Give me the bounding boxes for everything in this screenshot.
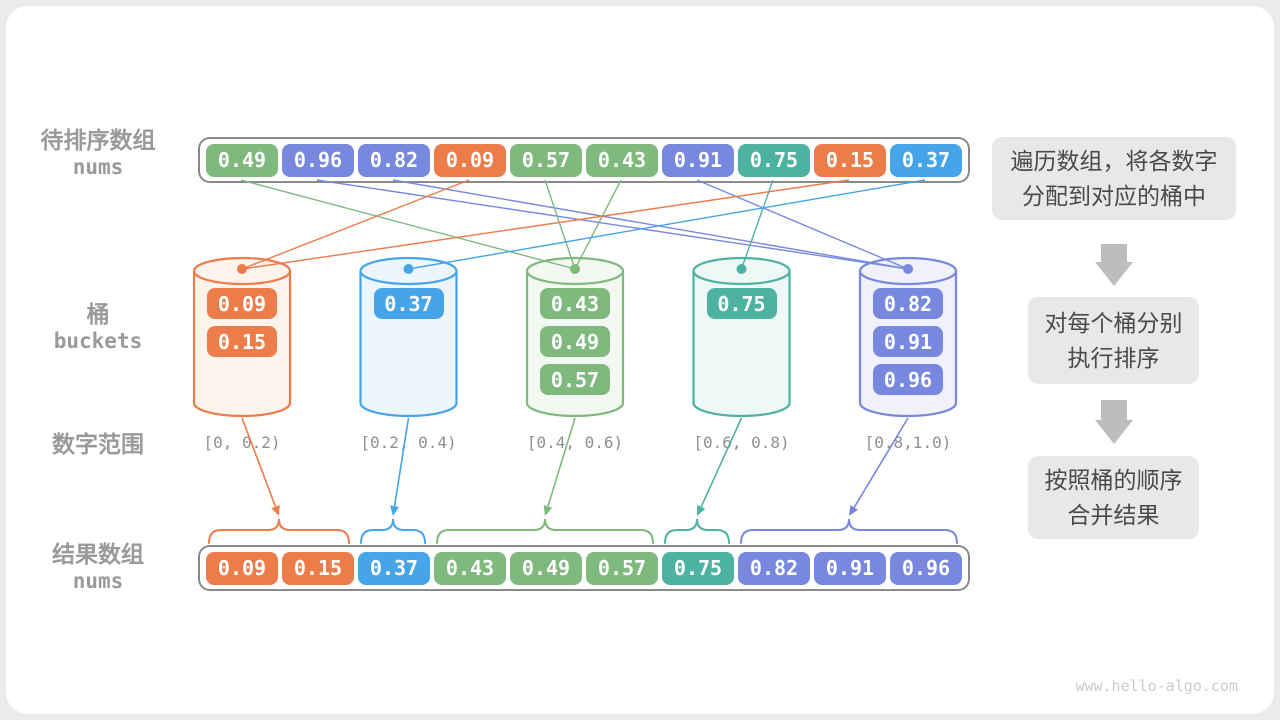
nums-cell: 0.09 <box>434 143 506 177</box>
result-cell: 0.75 <box>662 551 734 585</box>
flow-step-1: 遍历数组，将各数字 分配到对应的桶中 <box>992 137 1236 220</box>
flow-step-1-line1: 遍历数组，将各数字 <box>1010 147 1218 174</box>
result-array-label-zh: 结果数组 <box>52 541 144 567</box>
result-cell: 0.82 <box>738 551 810 585</box>
flow-step-2: 对每个桶分别 执行排序 <box>1028 297 1199 384</box>
ranges-label: 数字范围 <box>12 430 184 458</box>
top-array-label-en: nums <box>72 155 124 179</box>
range-label: [0.6, 0.8) <box>693 433 790 452</box>
result-cell: 0.96 <box>890 551 962 585</box>
nums-cell: 0.15 <box>814 143 886 177</box>
nums-cell: 0.82 <box>358 143 430 177</box>
flow-step-3-line1: 按照桶的顺序 <box>1044 466 1183 493</box>
nums-cell: 0.96 <box>282 143 354 177</box>
nums-cell: 0.37 <box>890 143 962 177</box>
ranges-label-zh: 数字范围 <box>52 431 144 457</box>
result-cell: 0.15 <box>282 551 354 585</box>
result-cell: 0.49 <box>510 551 582 585</box>
watermark: www.hello-algo.com <box>1075 677 1238 695</box>
result-cell: 0.09 <box>206 551 278 585</box>
buckets-label-en: buckets <box>53 329 143 353</box>
result-array-label-en: nums <box>72 569 124 593</box>
flow-step-2-line2: 执行排序 <box>1067 344 1160 371</box>
result-array-label: 结果数组 nums <box>12 540 184 595</box>
top-array-label: 待排序数组 nums <box>12 126 184 181</box>
nums-cell: 0.75 <box>738 143 810 177</box>
flow-step-1-line2: 分配到对应的桶中 <box>1022 182 1206 209</box>
range-label: [0.4, 0.6) <box>526 433 624 452</box>
result-cell: 0.57 <box>586 551 658 585</box>
nums-cell: 0.91 <box>662 143 734 177</box>
range-label: [0, 0.2) <box>203 433 281 452</box>
flow-step-3-line2: 合并结果 <box>1067 501 1160 528</box>
result-cell: 0.91 <box>814 551 886 585</box>
nums-cell: 0.57 <box>510 143 582 177</box>
range-label: [0.2, 0.4) <box>360 433 457 452</box>
flow-step-3: 按照桶的顺序 合并结果 <box>1028 456 1199 539</box>
buckets-label-zh: 桶 <box>86 301 110 327</box>
nums-cell: 0.49 <box>206 143 278 177</box>
nums-cell: 0.43 <box>586 143 658 177</box>
flow-step-2-line1: 对每个桶分别 <box>1044 309 1183 336</box>
buckets-label: 桶 buckets <box>12 300 184 355</box>
top-array-label-zh: 待排序数组 <box>40 127 156 153</box>
range-label: [0.8,1.0) <box>864 433 952 452</box>
result-cell: 0.37 <box>358 551 430 585</box>
result-cell: 0.43 <box>434 551 506 585</box>
